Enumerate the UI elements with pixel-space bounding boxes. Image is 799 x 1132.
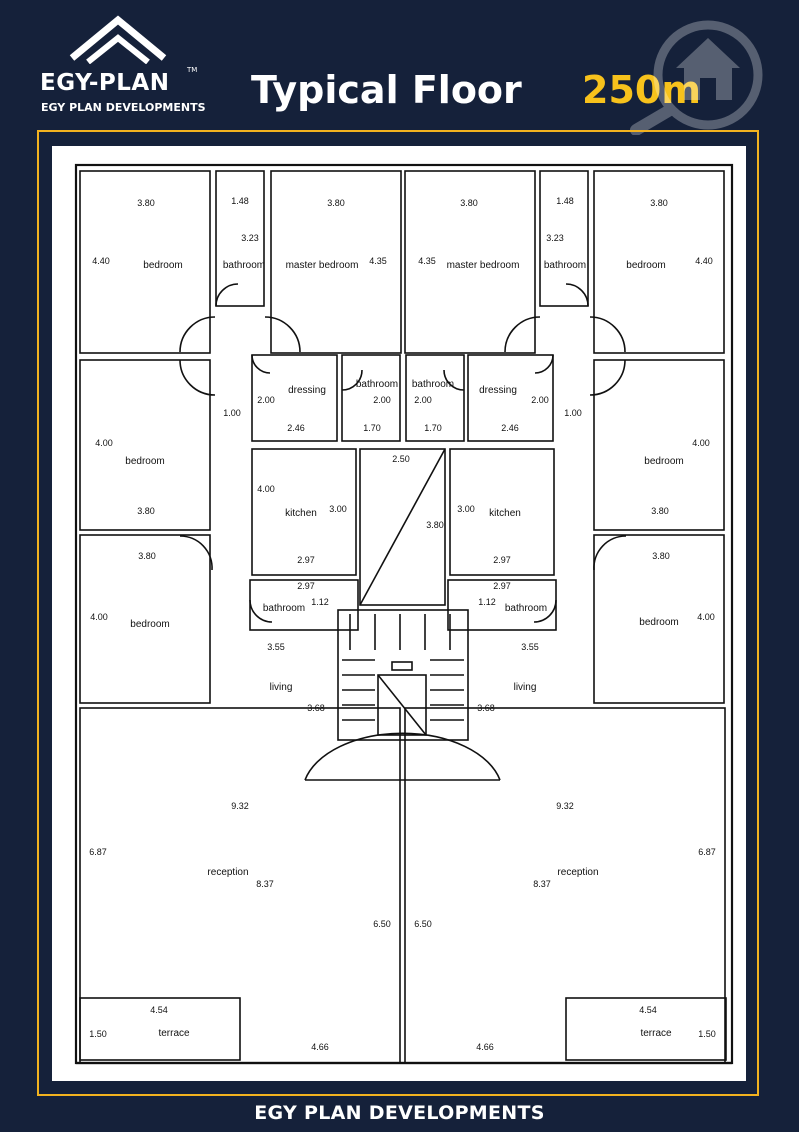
dimension-label: 6.87 xyxy=(698,847,716,857)
dimension-label: 3.80 xyxy=(327,198,345,208)
room-label: master bedroom xyxy=(447,260,520,271)
magnifier-house-watermark-icon xyxy=(630,20,763,135)
room-label: bathroom xyxy=(223,260,265,271)
room-label: bedroom xyxy=(644,456,683,467)
dimension-label: 4.00 xyxy=(95,438,113,448)
dimension-labels: 3.80 1.48 3.80 3.80 1.48 3.80 4.40 3.23 4.35 4.35… xyxy=(89,196,716,1052)
room-label: bedroom xyxy=(143,260,182,271)
dimension-label: 1.50 xyxy=(698,1029,716,1039)
dimension-label: 2.00 xyxy=(373,395,391,405)
dimension-label: 3.80 xyxy=(650,198,668,208)
dimension-label: 6.87 xyxy=(89,847,107,857)
dimension-label: 4.00 xyxy=(257,484,275,494)
floor-plan-drawing: bedroom bathroom master bedroom master bedr… xyxy=(74,163,734,1065)
dimension-label: 2.97 xyxy=(493,581,511,591)
dimension-label: 3.80 xyxy=(426,520,444,530)
dimension-label: 4.35 xyxy=(369,256,387,266)
room-label: terrace xyxy=(158,1028,190,1039)
room-label: bathroom xyxy=(544,260,586,271)
dimension-label: 3.68 xyxy=(477,703,495,713)
room-label: bathroom xyxy=(505,603,547,614)
room-label: bathroom xyxy=(263,603,305,614)
room-label: dressing xyxy=(479,385,517,396)
dimension-label: 2.46 xyxy=(287,423,305,433)
dimension-label: 4.00 xyxy=(90,612,108,622)
dimension-label: 1.48 xyxy=(556,196,574,206)
footer-text: EGY PLAN DEVELOPMENTS xyxy=(254,1102,545,1124)
dimension-label: 2.00 xyxy=(414,395,432,405)
dimension-label: 2.00 xyxy=(257,395,275,405)
room-labels: bedroom bathroom master bedroom master bedr… xyxy=(125,260,683,1039)
dimension-label: 4.00 xyxy=(692,438,710,448)
dimension-label: 3.00 xyxy=(329,504,347,514)
dimension-label: 6.50 xyxy=(373,919,391,929)
brand-trademark: TM xyxy=(187,66,198,74)
dimension-label: 3.80 xyxy=(460,198,478,208)
room-label: terrace xyxy=(640,1028,672,1039)
room-label: living xyxy=(270,682,293,693)
dimension-label: 2.97 xyxy=(297,581,315,591)
dimension-label: 2.97 xyxy=(493,555,511,565)
room-label: bedroom xyxy=(125,456,164,467)
dimension-label: 3.55 xyxy=(267,642,285,652)
dimension-label: 1.12 xyxy=(478,597,496,607)
dimension-label: 4.54 xyxy=(639,1005,657,1015)
room-label: reception xyxy=(557,867,598,878)
room-label: bedroom xyxy=(626,260,665,271)
brand-name: EGY-PLAN xyxy=(40,70,170,96)
dimension-label: 3.80 xyxy=(138,551,156,561)
dimension-label: 9.32 xyxy=(231,801,249,811)
dimension-label: 4.35 xyxy=(418,256,436,266)
dimension-label: 8.37 xyxy=(256,879,274,889)
dimension-label: 2.00 xyxy=(531,395,549,405)
dimension-label: 3.55 xyxy=(521,642,539,652)
room-label: bedroom xyxy=(639,617,678,628)
dimension-label: 4.66 xyxy=(476,1042,494,1052)
dimension-label: 3.68 xyxy=(307,703,325,713)
chevron-roof-logo-icon xyxy=(69,15,167,64)
dimension-label: 4.54 xyxy=(150,1005,168,1015)
floor-area: 250m xyxy=(582,68,701,112)
brand-subtitle: EGY PLAN DEVELOPMENTS xyxy=(41,101,206,114)
dimension-label: 1.70 xyxy=(424,423,442,433)
dimension-label: 1.00 xyxy=(223,408,241,418)
dimension-label: 8.37 xyxy=(533,879,551,889)
dimension-label: 9.32 xyxy=(556,801,574,811)
dimension-label: 1.12 xyxy=(311,597,329,607)
dimension-label: 2.50 xyxy=(392,454,410,464)
dimension-label: 3.80 xyxy=(137,198,155,208)
dimension-label: 3.80 xyxy=(652,551,670,561)
dimension-label: 4.40 xyxy=(695,256,713,266)
dimension-label: 2.46 xyxy=(501,423,519,433)
dimension-label: 3.00 xyxy=(457,504,475,514)
dimension-label: 3.80 xyxy=(651,506,669,516)
dimension-label: 1.48 xyxy=(231,196,249,206)
dimension-label: 1.50 xyxy=(89,1029,107,1039)
dimension-label: 3.23 xyxy=(546,233,564,243)
room-label: master bedroom xyxy=(286,260,359,271)
plan-frame xyxy=(37,130,759,1096)
dimension-label: 3.23 xyxy=(241,233,259,243)
dimension-label: 6.50 xyxy=(414,919,432,929)
page-title: Typical Floor xyxy=(251,68,522,112)
room-label: kitchen xyxy=(285,508,317,519)
dimension-label: 4.66 xyxy=(311,1042,329,1052)
room-label: bathroom xyxy=(412,379,454,390)
dimension-label: 4.00 xyxy=(697,612,715,622)
dimension-label: 2.97 xyxy=(297,555,315,565)
dimension-label: 4.40 xyxy=(92,256,110,266)
room-label: dressing xyxy=(288,385,326,396)
room-label: kitchen xyxy=(489,508,521,519)
floor-plan-sheet: bedroom bathroom master bedroom master bedr… xyxy=(52,146,746,1081)
dimension-label: 1.00 xyxy=(564,408,582,418)
room-label: living xyxy=(514,682,537,693)
dimension-label: 3.80 xyxy=(137,506,155,516)
dimension-label: 1.70 xyxy=(363,423,381,433)
room-label: bathroom xyxy=(356,379,398,390)
room-label: reception xyxy=(207,867,248,878)
room-label: bedroom xyxy=(130,619,169,630)
